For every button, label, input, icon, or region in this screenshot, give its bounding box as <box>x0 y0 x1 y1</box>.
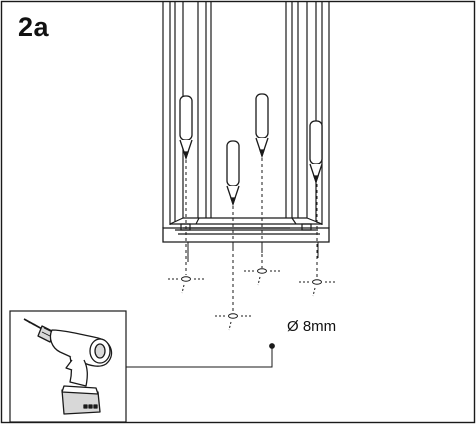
floor-marks <box>187 242 319 262</box>
drill-hole-marker-icon <box>299 279 335 297</box>
leader-line <box>126 343 275 368</box>
projection-lines <box>185 158 318 312</box>
drill-hole-marker-icon <box>168 268 335 331</box>
pencil-icon <box>226 140 240 207</box>
drill-hole-marker-icon <box>244 268 280 286</box>
pencil-icon <box>179 95 193 161</box>
drill-hole-marker-icon <box>215 313 251 331</box>
power-drill-icon <box>23 318 113 415</box>
pencil-icon <box>309 120 323 185</box>
cabinet-frame <box>162 2 330 243</box>
drill-hole-marker-icon <box>168 276 204 294</box>
pencil-icon <box>179 93 323 207</box>
drill-diameter-label: Ø 8mm <box>287 318 337 335</box>
pencil-icon <box>255 93 269 159</box>
step-label: 2a <box>18 12 50 42</box>
